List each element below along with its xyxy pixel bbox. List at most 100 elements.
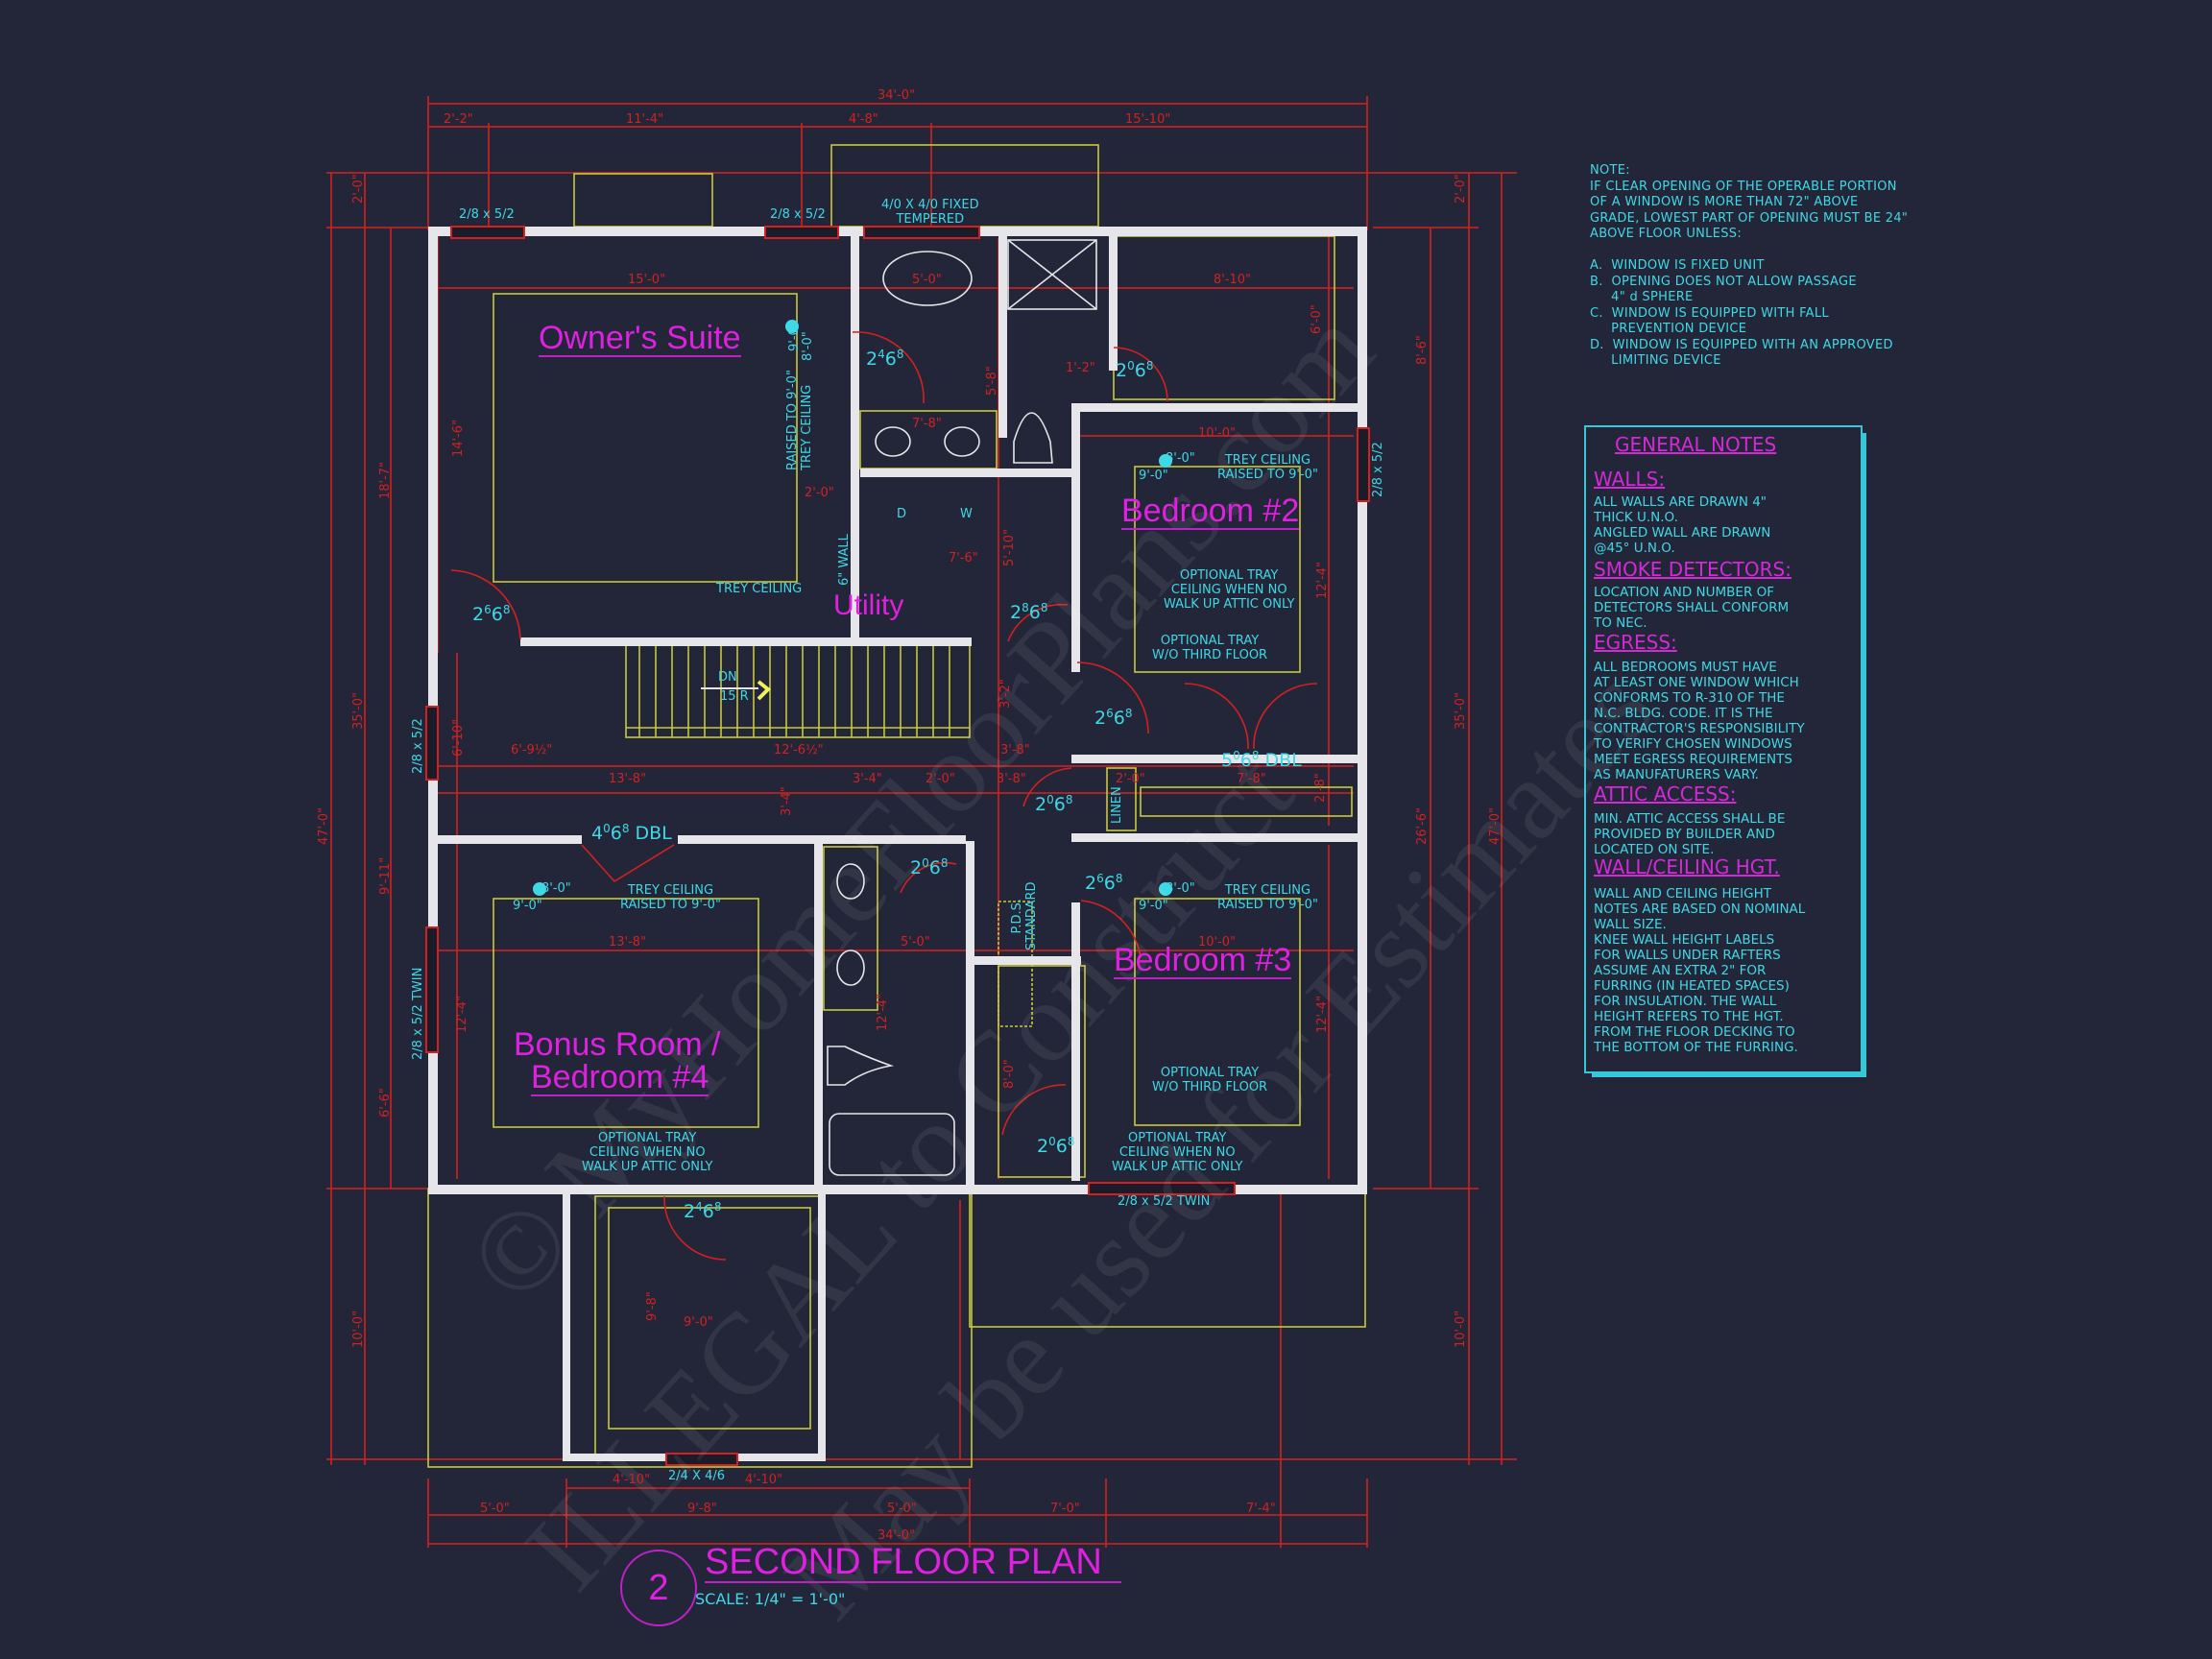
notes-body-smoke: LOCATION AND NUMBER OF DETECTORS SHALL C… [1594, 585, 1790, 631]
fixtures [827, 239, 1097, 1176]
dim-bed2-width: 10'-0" [1198, 426, 1237, 441]
dim-bed2-closet: 7'-8" [1237, 772, 1266, 786]
dim-hall: 3'-8" [1000, 743, 1030, 757]
window-label-fixed: 4/0 X 4/0 FIXED TEMPERED [881, 198, 979, 227]
ceiling-height-8: 8'-0" [801, 331, 815, 361]
door-tag-bedroom-2: 2668 [1094, 707, 1133, 729]
dim-hall: 6'-9½" [511, 743, 553, 757]
dim-top-seg: 11'-4" [626, 112, 664, 127]
annotation-bed3-trey: TREY CEILING RAISED TO 9'-0" [1217, 883, 1318, 912]
window-label: 2/8 x 5/2 [770, 207, 826, 222]
dim-left-inner: 6'-6" [378, 1088, 393, 1118]
dim-bottom-overall: 34'-0" [878, 1528, 916, 1543]
annotation-bonus-optional-attic: OPTIONAL TRAY CEILING WHEN NO WALK UP AT… [582, 1131, 713, 1174]
notes-body-egress: ALL BEDROOMS MUST HAVE AT LEAST ONE WIND… [1594, 660, 1805, 782]
dim-bottom-seg: 9'-8" [687, 1502, 717, 1516]
door-tag-master-bath: 2468 [866, 348, 904, 370]
dim-bottom-seg: 7'-0" [1050, 1502, 1080, 1516]
ceiling-height-8: 8'-0" [1166, 451, 1195, 466]
dim-wic-depth: 6'-0" [1310, 304, 1324, 334]
sink-icon [944, 426, 980, 457]
dim-utility-width: 7'-6" [949, 551, 978, 565]
notes-body-attic: MIN. ATTIC ACCESS SHALL BE PROVIDED BY B… [1594, 811, 1786, 857]
window-label: 2/4 X 4/6 [668, 1469, 726, 1483]
dim-bottom-seg: 7'-4" [1246, 1502, 1276, 1516]
room-label-owners-suite: Owner's Suite [539, 320, 741, 357]
dim-wic-width: 8'-10" [1214, 273, 1252, 287]
dim-bonus-width: 13'-8" [609, 935, 647, 950]
linen-closet-label: LINEN [1110, 786, 1124, 824]
room-label-bonus-line1: Bonus Room / [514, 1026, 721, 1063]
notes-body-wall-ceiling: WALL AND CEILING HEIGHT NOTES ARE BASED … [1594, 886, 1806, 1055]
annotation-bed2-trey: TREY CEILING RAISED TO 9'-0" [1217, 453, 1318, 482]
dryer-label: D [897, 507, 907, 521]
toilet-icon [1013, 412, 1053, 464]
window-label-twin: 2/8 x 5/2 TWIN [411, 967, 425, 1060]
door-swings [450, 331, 1318, 1261]
annotation-raised-trey: RAISED TO 9'-0" TREY CEILING [785, 370, 814, 470]
dim-right-inner: 8'-6" [1415, 335, 1430, 365]
notes-heading-egress: EGRESS: [1594, 631, 1677, 654]
dim-linen-width: 2'-0" [1116, 772, 1145, 786]
dim-owners-depth: 14'-6" [451, 419, 466, 457]
dim-hall: 2'-0" [926, 772, 955, 786]
dim-hall: 12'-6½" [774, 743, 824, 757]
stair-direction-arrow-icon [757, 680, 771, 701]
dim-left-inner: 18'-7" [378, 461, 393, 499]
door-tag-bedroom-2-closet: 5068 DBL [1221, 749, 1302, 771]
dim-left-hall: 6'-10" [451, 718, 466, 757]
dim-hall: 3'-8" [997, 772, 1026, 786]
ceiling-height-8: 8'-0" [541, 881, 571, 896]
room-label-bedroom-2: Bedroom #2 [1121, 493, 1300, 530]
dim-hall-e: 3'-4" [780, 786, 794, 816]
dim-vanity: 7'-8" [912, 417, 942, 431]
room-label-bedroom-3: Bedroom #3 [1114, 942, 1292, 979]
dim-bed2-closet-depth: 2'-8" [1313, 773, 1328, 803]
ceiling-height-9: 9'-0" [787, 322, 802, 351]
notes-body-walls: ALL WALLS ARE DRAWN 4" THICK U.N.O. ANGL… [1594, 494, 1771, 556]
general-notes-title: GENERAL NOTES [1615, 433, 1777, 456]
dim-top-seg: 15'-10" [1125, 112, 1171, 127]
window-label: 2/8 x 5/2 [1371, 442, 1385, 497]
dim-window-offset: 4'-10" [745, 1473, 783, 1487]
dim-right-inner: 26'-6" [1415, 806, 1430, 845]
dim-right-second: 35'-0" [1454, 691, 1468, 730]
dim-trey-offset: 2'-0" [805, 486, 834, 500]
dim-owners-width: 15'-0" [628, 273, 666, 287]
dim-top-overall: 34'-0" [878, 88, 916, 103]
dim-hall: 13'-8" [609, 772, 647, 786]
drawing-number-bubble: 2 [620, 1550, 697, 1626]
dim-hall-bath-width: 5'-0" [901, 935, 930, 950]
door-tag-linen-hall: 2068 [1035, 793, 1073, 815]
door-tag-bonus-closet: 2468 [684, 1200, 722, 1222]
dim-utility-depth: 5'-10" [1002, 528, 1017, 566]
ceiling-height-markers [533, 320, 1172, 896]
dim-bonus-closet-width: 9'-0" [684, 1315, 713, 1330]
dim-window-offset: 4'-10" [613, 1473, 651, 1487]
ceiling-height-9: 9'-0" [1139, 469, 1168, 483]
notes-heading-walls: WALLS: [1594, 468, 1666, 491]
pds-label: P.D.S. STANDARD [1010, 881, 1039, 950]
dim-top-seg: 4'-8" [849, 112, 878, 127]
ceiling-height-9: 9'-0" [1139, 899, 1168, 913]
dim-top-seg: 2'-2" [444, 112, 473, 127]
room-label-bonus-line2: Bedroom #4 [531, 1059, 709, 1096]
dim-right-second: 10'-0" [1454, 1310, 1468, 1348]
ceiling-height-9: 9'-0" [513, 899, 542, 913]
window-egress-note: NOTE: IF CLEAR OPENING OF THE OPERABLE P… [1590, 163, 1909, 368]
dim-bonus-closet-depth: 9'-8" [645, 1291, 660, 1321]
ceiling-height-8: 8'-0" [1166, 881, 1195, 896]
dim-stair: 3'-2" [998, 679, 1013, 709]
door-tag-hall-bath: 2068 [910, 856, 949, 878]
stair-down-label: DN [718, 670, 737, 685]
notes-heading-smoke: SMOKE DETECTORS: [1594, 558, 1791, 581]
dim-bottom-seg: 5'-0" [887, 1502, 917, 1516]
dim-left-second: 2'-0" [351, 174, 366, 204]
door-tag-utility: 2868 [1010, 601, 1048, 623]
door-tag-master-closet: 2068 [1116, 359, 1154, 381]
dim-right-second: 2'-0" [1454, 174, 1468, 204]
annotation-bed2-optional-third: OPTIONAL TRAY W/O THIRD FLOOR [1152, 634, 1268, 662]
dim-door-offset: 1'-2" [1066, 361, 1095, 375]
annotation-bed3-optional-attic: OPTIONAL TRAY CEILING WHEN NO WALK UP AT… [1112, 1131, 1243, 1174]
